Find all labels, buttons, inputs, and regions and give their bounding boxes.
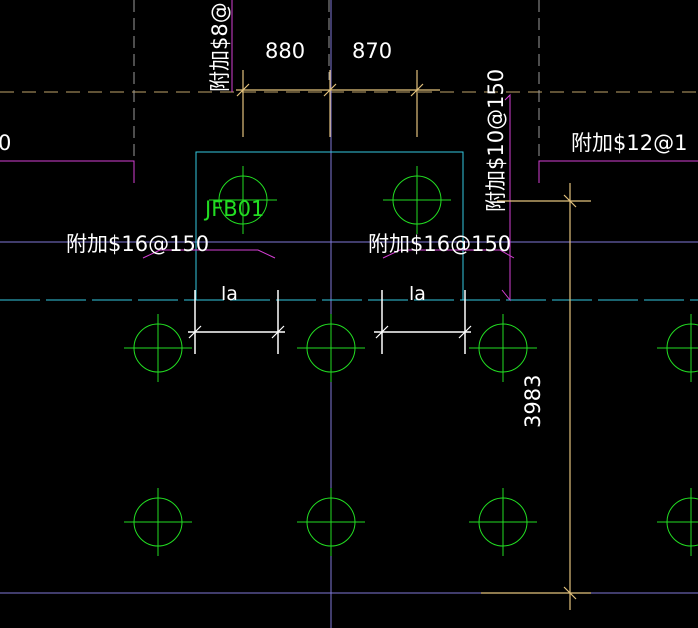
anchor-right-tick2 bbox=[458, 325, 472, 339]
rebar-left-label[interactable]: 附加$16@150 bbox=[66, 232, 209, 256]
rebar-right-vertical bbox=[501, 93, 511, 302]
dim-top-tick1 bbox=[236, 83, 250, 97]
right-rebar-vertical-label[interactable]: 附加$10@150 bbox=[484, 69, 508, 212]
dim-vertical-value[interactable]: 3983 bbox=[521, 375, 545, 428]
piles bbox=[123, 165, 698, 557]
right-rebar-label[interactable]: 附加$12@1 bbox=[571, 131, 687, 155]
dim-right-tick1 bbox=[563, 194, 577, 208]
pile-crosshair-icon[interactable] bbox=[656, 313, 698, 383]
slab-boundary bbox=[195, 151, 464, 300]
anchor-left-label[interactable]: la bbox=[221, 283, 238, 305]
anchor-dims bbox=[188, 290, 472, 354]
rebar-left-bar bbox=[142, 249, 276, 259]
rebar-right-label[interactable]: 附加$16@150 bbox=[368, 232, 511, 256]
rebar-left-top bbox=[0, 160, 135, 183]
pile-crosshair-icon[interactable] bbox=[468, 313, 538, 383]
pile-crosshair-icon[interactable] bbox=[656, 487, 698, 557]
hidden-lines bbox=[0, 0, 698, 160]
dim-left-value[interactable]: 880 bbox=[265, 39, 305, 63]
rebar-right-top bbox=[538, 160, 698, 183]
slab-outline bbox=[0, 151, 698, 301]
pile-crosshair-icon[interactable] bbox=[468, 487, 538, 557]
pile-crosshair-icon[interactable] bbox=[296, 313, 366, 383]
dim-right-tick2 bbox=[563, 586, 577, 600]
anchor-left-tick1 bbox=[188, 325, 202, 339]
rebar-right-bar bbox=[382, 249, 515, 259]
pile-crosshair-icon[interactable] bbox=[123, 313, 193, 383]
dim-top-tick3 bbox=[410, 83, 424, 97]
pile-crosshair-icon[interactable] bbox=[123, 487, 193, 557]
dimension-lines bbox=[236, 70, 591, 610]
pile-crosshair-icon[interactable] bbox=[296, 487, 366, 557]
top-rebar-label[interactable]: 附加$8@ bbox=[208, 2, 232, 92]
anchor-left-tick2 bbox=[271, 325, 285, 339]
anchor-right-label[interactable]: la bbox=[409, 283, 426, 305]
pile-crosshair-icon[interactable] bbox=[382, 165, 452, 235]
anchor-right-tick1 bbox=[375, 325, 389, 339]
text-labels: 附加$8@ 880 870 附加$10@150 附加$12@1 0 JFB01 … bbox=[0, 2, 687, 428]
left-edge-label[interactable]: 0 bbox=[0, 131, 11, 155]
slab-name-label[interactable]: JFB01 bbox=[203, 197, 264, 221]
dim-right-value[interactable]: 870 bbox=[352, 39, 392, 63]
additional-rebar bbox=[0, 0, 698, 302]
dim-top-tick2 bbox=[323, 83, 337, 97]
